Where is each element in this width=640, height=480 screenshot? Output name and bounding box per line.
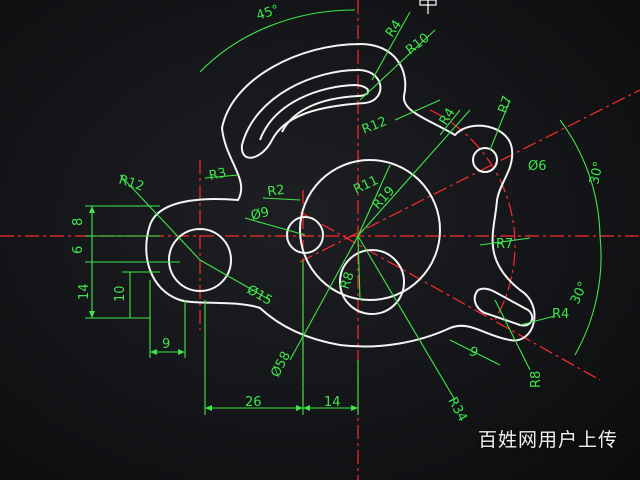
label-len9-right: 9 [466, 344, 480, 361]
arrowhead [303, 405, 310, 411]
r4-top-leader [371, 11, 411, 81]
arrowhead [89, 206, 95, 213]
r12-top-leader [394, 99, 441, 121]
label-len8: 8 [71, 218, 86, 226]
label-len26: 26 [245, 395, 262, 410]
arrowhead [89, 311, 95, 318]
small-hole [286, 216, 324, 254]
label-angle-30-bottom: 30° [568, 279, 591, 306]
r4-mid-leader [439, 109, 461, 136]
r4-right-leader [519, 315, 556, 326]
label-len10: 10 [113, 285, 128, 302]
r8-right-leader [494, 299, 531, 371]
label-r12-left: R12 [117, 173, 146, 195]
dia15-leader [199, 259, 271, 301]
marker-box [419, 0, 437, 6]
arrowhead [296, 405, 303, 411]
arrowhead [178, 349, 185, 355]
dia58-leader [289, 235, 359, 361]
r2-leader [262, 197, 301, 201]
outer-contour [145, 42, 536, 348]
r34-arc-center-line [429, 109, 516, 321]
dimension-labels: 45° R4 R10 R12 R4 R7 Ø6 30° R3 R2 R11 R1… [71, 2, 607, 424]
right-slot [473, 287, 534, 327]
label-r7-top: R7 [496, 94, 516, 115]
label-angle-30-top: 30° [587, 160, 606, 186]
top-marker [419, 0, 437, 14]
r11-leader [357, 164, 391, 237]
upper-diagonal-center-line [299, 89, 640, 263]
r7-bottom-leader [479, 237, 531, 246]
label-r10: R10 [403, 31, 432, 59]
angle-45-arc [199, 9, 356, 73]
arrowheads [89, 206, 358, 411]
label-r8-right: R8 [529, 371, 544, 388]
r19-leader [357, 109, 471, 237]
label-r2: R2 [266, 183, 285, 200]
label-len14-left: 14 [77, 283, 92, 300]
label-r12-top: R12 [360, 114, 389, 137]
part-outline [145, 42, 536, 348]
r8-arc-circle [339, 249, 405, 315]
dim-9-right-line [449, 339, 501, 366]
curved-slot-outer [240, 68, 382, 159]
watermark-text: 百姓网用户上传 [477, 429, 618, 451]
r3-leader [204, 174, 239, 179]
label-r7-bottom: R7 [496, 237, 513, 252]
r7-top-leader [489, 99, 511, 151]
central-boss [299, 159, 441, 301]
right-small-hole [472, 147, 498, 173]
arrowhead [351, 405, 358, 411]
label-angle-45: 45° [255, 2, 282, 23]
left-hole [168, 228, 232, 292]
label-dia9: Ø9 [249, 205, 271, 224]
arrowhead [205, 405, 212, 411]
label-dia58: Ø58 [268, 349, 294, 380]
label-r8-mid: R8 [338, 270, 358, 291]
r12-left-leader [119, 174, 201, 261]
label-r4-right: R4 [552, 307, 569, 322]
dimension-lines [85, 9, 602, 415]
label-len6: 6 [71, 246, 86, 254]
angle-30-bottom-arc [574, 235, 602, 356]
r8-mid-leader [357, 235, 361, 301]
label-r3: R3 [208, 166, 228, 184]
label-len9-left: 9 [162, 337, 170, 352]
r10-leader [359, 29, 436, 101]
label-r34: R34 [444, 395, 469, 425]
angle-30-top-arc [559, 119, 601, 237]
arrowhead [150, 349, 157, 355]
r34-leader [357, 235, 456, 401]
label-r4-top: R4 [383, 18, 405, 41]
lower-diagonal-center-line [299, 211, 601, 381]
label-len14-bottom: 14 [324, 395, 341, 410]
curved-slot-inner [259, 83, 370, 141]
dia9-leader [244, 217, 306, 236]
label-dia6: Ø6 [528, 159, 547, 174]
